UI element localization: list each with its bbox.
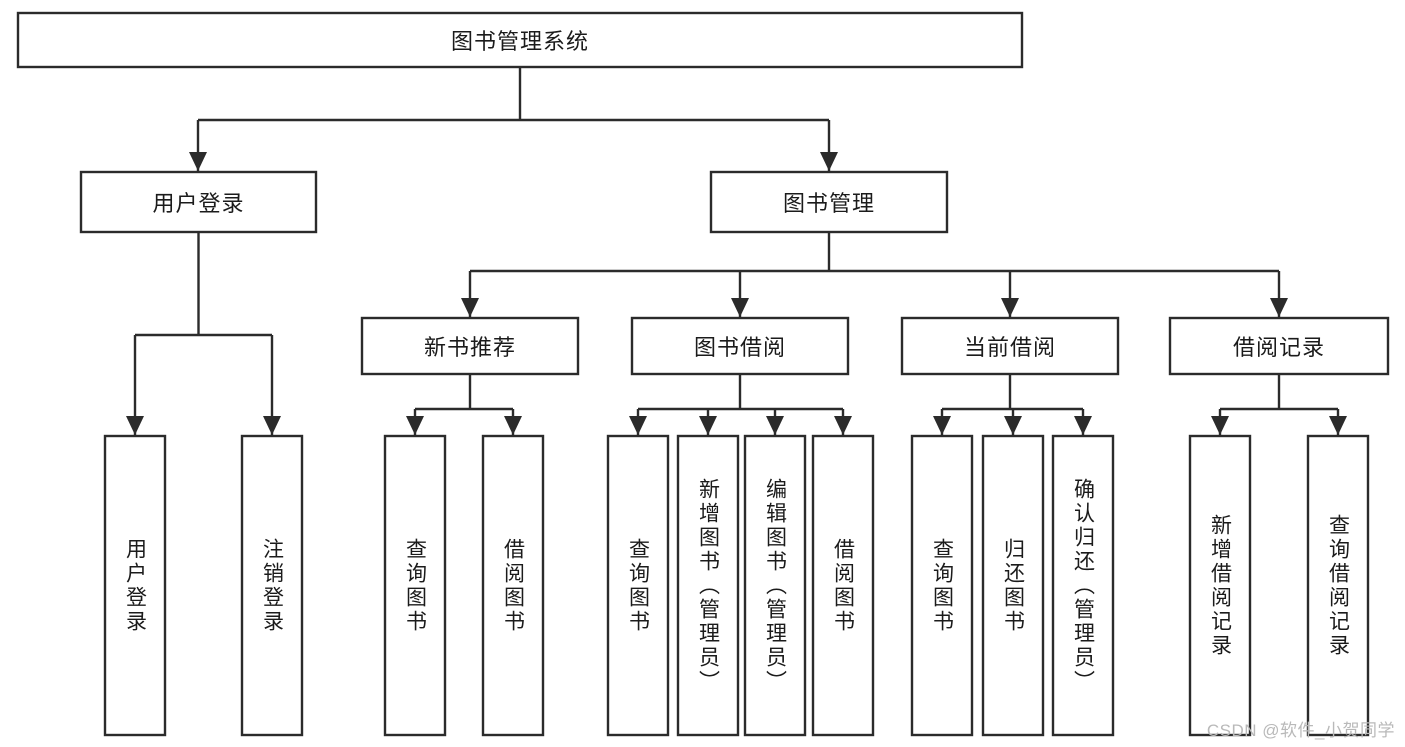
connectors-layer [126, 67, 1347, 435]
node-box-leaf-edit-book[interactable] [743, 434, 807, 737]
arrow-head-icon [933, 416, 951, 435]
arrow-head-icon [731, 298, 749, 317]
connector-userlogin-to-leaves [126, 232, 281, 435]
arrow-head-icon [699, 416, 717, 435]
arrow-head-icon [126, 416, 144, 435]
node-box-borrow-record[interactable] [1168, 316, 1390, 376]
arrow-head-icon [1001, 298, 1019, 317]
arrow-head-icon [1329, 416, 1347, 435]
connector-bookmanage-to-level3 [461, 232, 1288, 317]
node-box-leaf-add-record[interactable] [1188, 434, 1252, 737]
arrow-head-icon [1270, 298, 1288, 317]
node-box-new-book-recommend[interactable] [360, 316, 580, 376]
node-box-current-borrow[interactable] [900, 316, 1120, 376]
node-box-leaf-add-book[interactable] [676, 434, 740, 737]
arrow-head-icon [504, 416, 522, 435]
node-box-leaf-query-book-1[interactable] [383, 434, 447, 737]
node-box-book-borrow[interactable] [630, 316, 850, 376]
node-box-leaf-confirm-return[interactable] [1051, 434, 1115, 737]
node-box-leaf-borrow-book-2[interactable] [811, 434, 875, 737]
node-box-leaf-query-record[interactable] [1306, 434, 1370, 737]
arrow-head-icon [263, 416, 281, 435]
arrow-head-icon [1004, 416, 1022, 435]
node-box-user-login[interactable] [79, 170, 318, 234]
connector-borrowrecord-to-leaves [1211, 374, 1347, 435]
node-box-leaf-return-book[interactable] [981, 434, 1045, 737]
node-boxes-layer [16, 11, 1390, 737]
arrow-head-icon [834, 416, 852, 435]
connector-root-to-level2 [189, 67, 838, 171]
node-box-root[interactable] [16, 11, 1024, 69]
arrow-head-icon [406, 416, 424, 435]
node-box-leaf-query-book-3[interactable] [910, 434, 974, 737]
arrow-head-icon [820, 152, 838, 171]
node-box-leaf-borrow-book-1[interactable] [481, 434, 545, 737]
node-box-leaf-query-book-2[interactable] [606, 434, 670, 737]
arrow-head-icon [189, 152, 207, 171]
connector-currentborrow-to-leaves [933, 374, 1092, 435]
node-box-leaf-logout[interactable] [240, 434, 304, 737]
connector-bookborrow-to-leaves [629, 374, 852, 435]
arrow-head-icon [766, 416, 784, 435]
node-box-leaf-user-login[interactable] [103, 434, 167, 737]
csdn-watermark: CSDN @软件_小贺同学 [1206, 721, 1395, 740]
connector-newbook-to-leaves [406, 374, 522, 435]
arrow-head-icon [629, 416, 647, 435]
arrow-head-icon [1211, 416, 1229, 435]
arrow-head-icon [461, 298, 479, 317]
arrow-head-icon [1074, 416, 1092, 435]
node-box-book-manage[interactable] [709, 170, 949, 234]
